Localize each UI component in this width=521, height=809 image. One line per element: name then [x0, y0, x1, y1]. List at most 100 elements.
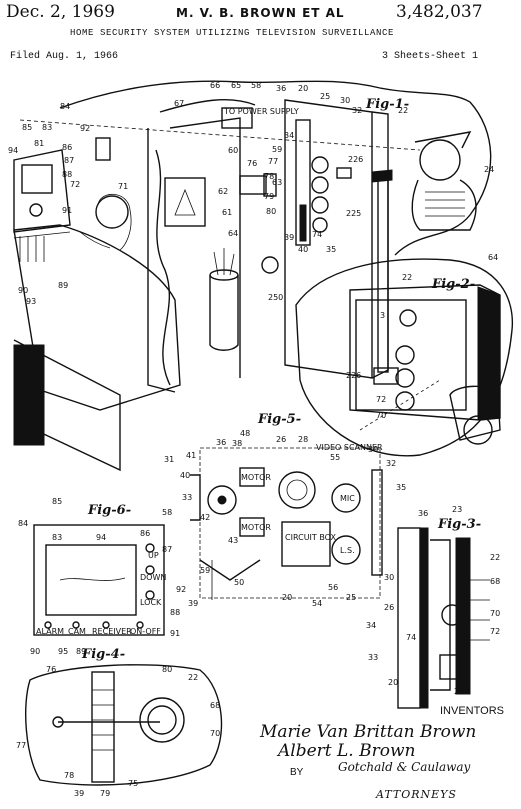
figure-5	[190, 447, 383, 600]
label: 39	[284, 233, 294, 242]
camera-track	[295, 119, 311, 246]
fig2-lens	[399, 309, 417, 327]
peephole-1	[311, 156, 329, 174]
label: 94	[96, 533, 106, 542]
motor-label-2: MOTOR	[241, 523, 271, 532]
fig3-door-section	[397, 527, 421, 709]
label: 65	[231, 81, 241, 90]
power-supply-box	[221, 107, 253, 129]
label: 40	[298, 245, 308, 254]
label: 23	[452, 505, 462, 514]
label: 30	[384, 573, 394, 582]
label: 22	[402, 273, 412, 282]
label: 72	[490, 627, 500, 636]
fig6-cam-button	[72, 621, 80, 629]
label: 87	[64, 156, 74, 165]
label: 90	[18, 286, 28, 295]
fig6-down: DOWN	[140, 573, 166, 582]
figure-1	[13, 80, 492, 472]
label: 59	[272, 145, 282, 154]
label: 41	[186, 451, 196, 460]
label: 95	[58, 647, 68, 656]
fig6-cam: CAM	[68, 627, 86, 636]
power-supply-label: TO POWER SUPPLY	[223, 107, 299, 116]
label: 29	[454, 687, 464, 696]
patent-number: 3,482,037	[396, 2, 483, 22]
fig6-lock: LOCK	[140, 598, 162, 607]
woman-head	[95, 195, 129, 229]
label: 39	[188, 599, 198, 608]
label: 72	[70, 180, 80, 189]
fig6-receiver-button	[102, 621, 110, 629]
door-frame-post	[377, 171, 389, 373]
wall-outlet	[261, 256, 279, 274]
console-legs	[13, 231, 71, 262]
fig6-monitor-screen	[45, 544, 137, 616]
label: 75	[128, 779, 138, 788]
wires-top	[159, 98, 256, 113]
label: 81	[34, 139, 44, 148]
fig5-loudspeaker	[331, 535, 361, 565]
door-edge	[371, 111, 389, 379]
fig6-up: UP	[148, 551, 159, 560]
label: 76	[247, 159, 257, 168]
label: 84	[18, 519, 28, 528]
figure-3	[397, 527, 490, 709]
fig4-track	[91, 671, 115, 783]
bed-cover	[13, 224, 181, 411]
switch-box	[239, 175, 267, 195]
label: 90	[30, 647, 40, 656]
fig6-title: Fig-6-	[87, 503, 131, 518]
label: 89	[58, 281, 68, 290]
figure-6-labels: Fig-6- UP DOWN LOCK ALARM CAM RECEIVER O…	[18, 497, 186, 656]
label: 43	[228, 536, 238, 545]
label: 88	[62, 170, 72, 179]
fig5-motor-top	[239, 467, 265, 487]
label: 74	[312, 230, 322, 239]
fig2-peephole-1	[395, 345, 415, 365]
label: 20	[298, 84, 308, 93]
label: 225	[346, 209, 361, 218]
label: 25	[346, 593, 356, 602]
label: 88	[170, 608, 180, 617]
label: 250	[268, 293, 283, 302]
fig2-sight-line	[359, 379, 441, 431]
inventor-name-2: Albert L. Brown	[278, 741, 416, 761]
wall-outline-right	[394, 101, 492, 256]
woman-hair	[97, 193, 132, 251]
label: 85	[22, 123, 32, 132]
frame-cap	[371, 169, 393, 183]
label: 86	[62, 143, 72, 152]
label: 58	[162, 508, 172, 517]
label: 64	[488, 253, 498, 262]
label: 62	[218, 187, 228, 196]
label: 66	[210, 81, 220, 90]
label: 79	[100, 789, 110, 798]
sheet-info: 3 Sheets-Sheet 1	[382, 51, 479, 62]
label: 42	[200, 513, 210, 522]
fig4-lens-outer	[139, 697, 185, 743]
label: 28	[298, 435, 308, 444]
fig4-title: Fig-4-	[81, 647, 125, 662]
label: 83	[42, 123, 52, 132]
label: 34	[284, 131, 294, 140]
label: 64	[228, 229, 238, 238]
sight-line	[19, 119, 421, 151]
fig6-console	[33, 524, 165, 636]
label: 58	[251, 81, 261, 90]
figure-4-labels: Fig-4- 76 80 22 68 70 77 78 39 79 75	[16, 647, 220, 798]
fig5-motor-bottom	[239, 517, 265, 537]
fig5-gear-hub	[217, 495, 227, 505]
figure-2	[295, 258, 514, 457]
label: 32	[386, 459, 396, 468]
peephole-2	[311, 176, 329, 194]
label: 36	[418, 509, 428, 518]
label: 59	[200, 566, 210, 575]
label: 68	[490, 577, 500, 586]
filed-date: Filed Aug. 1, 1966	[10, 51, 119, 62]
label: 63	[272, 178, 282, 187]
figure-5-labels: Fig-5- VIDEO SCANNER 55 MIC CIRCUIT BOX …	[162, 412, 406, 608]
label: 71	[118, 182, 128, 191]
label: 89	[76, 647, 86, 656]
fig2-speaker	[373, 367, 399, 385]
